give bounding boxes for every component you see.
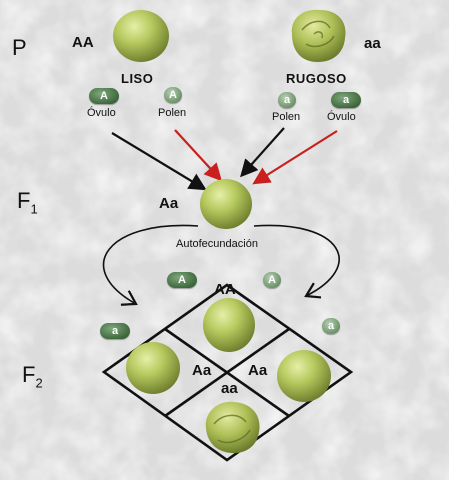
generation-f2-letter: F [22, 362, 36, 387]
f2-pea-top [203, 298, 255, 352]
f2-pea-right [277, 350, 331, 402]
f2-gamete-chip-right: a [322, 318, 340, 334]
parent-right-genotype: aa [364, 35, 381, 52]
gamete-label-right-ovule: Óvulo [327, 111, 356, 123]
generation-f2-subscript: 2 [35, 375, 43, 391]
wrinkled-pea-parent [291, 9, 346, 63]
gamete-chip-right-pollen: a [278, 92, 296, 108]
parent-left-genotype: AA [72, 34, 94, 51]
pollen-aa-to-f1-arrow [174, 129, 222, 182]
f2-pea-wrinkled-bottom [205, 401, 260, 454]
gamete-chip-right-ovule: a [331, 92, 361, 108]
f2-gamete-chip-top-left: A [167, 272, 197, 288]
parent-left-phenotype: LISO [121, 71, 154, 86]
gamete-label-right-pollen: Polen [272, 111, 301, 123]
f1-pea [200, 179, 252, 229]
gamete-chip-left-ovule: A [89, 88, 119, 104]
generation-f1-letter: F [17, 188, 31, 213]
generation-f2-label: F2 [22, 362, 43, 390]
ovule-to-f1-arrow [111, 132, 207, 191]
punnett-genotype-bottom: aa [221, 380, 238, 397]
smooth-pea-parent [113, 10, 169, 62]
self-fertilization-label: Autofecundación [176, 238, 258, 250]
punnett-genotype-top: AA [214, 281, 236, 298]
self-fertilization-right-arrow [253, 224, 340, 299]
punnett-genotype-right: Aa [248, 362, 268, 379]
f2-gamete-chip-left: a [100, 323, 130, 339]
pollen-rr-to-f1-arrow [240, 127, 285, 178]
generation-f1-subscript: 1 [30, 201, 38, 217]
f2-gamete-chip-top-right: A [263, 272, 281, 288]
parent-right-phenotype: RUGOSO [286, 71, 347, 86]
ovule-rr-to-f1-arrow [252, 130, 338, 185]
f2-pea-left [126, 342, 180, 394]
f1-genotype: Aa [159, 195, 179, 212]
gamete-chip-left-pollen: A [164, 87, 182, 103]
gamete-label-left-ovule: Óvulo [87, 107, 116, 119]
punnett-square [101, 283, 354, 462]
punnett-genotype-left: Aa [192, 362, 212, 379]
self-fertilization-left-arrow [102, 224, 199, 306]
generation-p-label: P [12, 35, 27, 60]
generation-f1-label: F1 [17, 188, 38, 216]
gamete-label-left-pollen: Polen [158, 107, 187, 119]
